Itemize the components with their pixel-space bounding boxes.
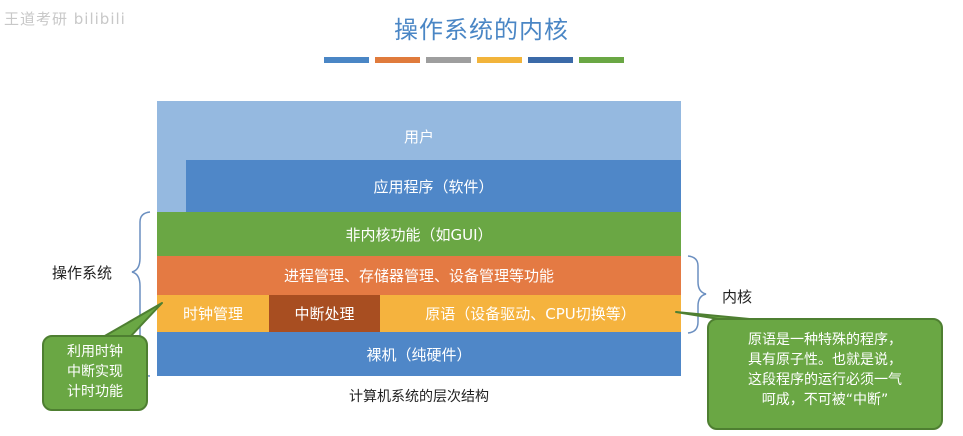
primitive-callout-line: 具有原子性。也就是说，: [748, 352, 902, 368]
os-label: 操作系统: [52, 264, 113, 282]
kernel-label: 内核: [722, 288, 753, 306]
primitive-callout-line: 原语是一种特殊的程序，: [748, 332, 902, 348]
title-bar-3: [426, 57, 471, 63]
layer-interrupt: 中断处理: [269, 295, 380, 332]
kernel-brace: [687, 255, 707, 334]
clock-callout-line: 利用时钟: [67, 344, 123, 360]
title-bar-2: [375, 57, 420, 63]
clock-callout: 利用时钟 中断实现 计时功能: [42, 335, 148, 411]
primitive-callout-line: 这段程序的运行必须一气: [748, 372, 902, 388]
title-bar-4: [477, 57, 522, 63]
title-bar-6: [579, 57, 624, 63]
primitive-callout: 原语是一种特殊的程序， 具有原子性。也就是说， 这段程序的运行必须一气 呵成，不…: [707, 318, 943, 430]
diagram-caption: 计算机系统的层次结构: [349, 389, 489, 405]
layer-app: 应用程序（软件）: [186, 160, 681, 212]
clock-callout-line: 中断实现: [67, 364, 123, 380]
layer-management: 进程管理、存储器管理、设备管理等功能: [157, 256, 681, 295]
title-bar-5: [528, 57, 573, 63]
layer-bare: 裸机（纯硬件）: [157, 332, 681, 376]
title-bar-1: [324, 57, 369, 63]
layer-nonkernel: 非内核功能（如GUI）: [157, 212, 681, 256]
watermark: 王道考研 bilibili: [4, 10, 126, 28]
clock-callout-line: 计时功能: [67, 384, 123, 400]
left-callout-pointer: [102, 302, 163, 338]
layer-primitive: 原语（设备驱动、CPU切换等）: [380, 295, 681, 332]
layer-clock: 时钟管理: [157, 295, 269, 332]
primitive-callout-line: 呵成，不可被“中断”: [761, 392, 889, 408]
page-title: 操作系统的内核: [394, 16, 569, 44]
